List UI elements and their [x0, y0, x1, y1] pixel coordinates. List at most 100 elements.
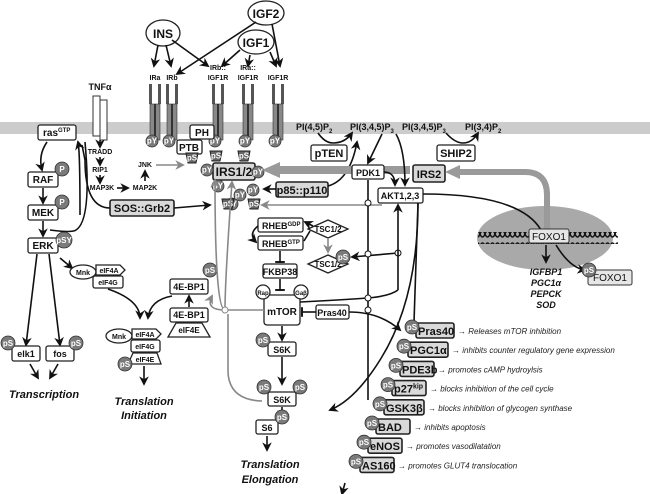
lipid-pi34p2: PI(3,4)P2 — [465, 122, 502, 135]
svg-text:IRS2: IRS2 — [417, 169, 441, 181]
node-rheb-gdp: RHEBGDP — [257, 217, 304, 233]
ligand-ins: INS — [145, 19, 181, 47]
svg-text:ERK: ERK — [32, 241, 54, 252]
node-foxo1-phospho: FOXO1 pS — [581, 262, 633, 286]
outcome-translation-elongation-1: Translation — [240, 459, 299, 471]
svg-text:pS: pS — [205, 266, 216, 275]
substrate-effect: → Releases mTOR inhibition — [458, 327, 562, 336]
svg-text:S6K: S6K — [273, 395, 291, 405]
svg-text:pY: pY — [240, 137, 251, 146]
svg-text:pS: pS — [295, 383, 306, 392]
svg-text:pS: pS — [338, 253, 349, 262]
node-s6k: S6K pS — [255, 332, 297, 357]
cell-membrane — [0, 122, 650, 134]
svg-text:PI(3,4,5)P3: PI(3,4,5)P3 — [350, 122, 395, 135]
ligand-arrows — [150, 21, 284, 76]
svg-text:eIF4E: eIF4E — [136, 357, 155, 364]
svg-text:Mnk: Mnk — [112, 334, 126, 341]
svg-text:rasGTP: rasGTP — [43, 128, 70, 139]
svg-text:RHEBGTP: RHEBGTP — [262, 239, 300, 249]
svg-text:eIF4A: eIF4A — [135, 332, 154, 339]
svg-text:pS: pS — [3, 339, 14, 348]
node-akt: AKT1,2,3 — [377, 187, 424, 204]
svg-text:Mnk: Mnk — [76, 270, 90, 277]
node-ras-gtp: rasGTP — [37, 124, 77, 141]
substrate-effect: → blocks inhibition of glycogen synthase — [428, 404, 573, 413]
phospho-site — [200, 163, 214, 177]
svg-text:eIF4G: eIF4G — [98, 280, 118, 287]
svg-text:SOS::Grb2: SOS::Grb2 — [114, 203, 170, 215]
svg-text:IGF2: IGF2 — [253, 7, 280, 21]
svg-text:IGF1: IGF1 — [243, 36, 270, 50]
svg-text:pS: pS — [71, 339, 82, 348]
svg-text:IRa: IRa — [150, 75, 161, 82]
node-irs12: IRS1/2 — [212, 162, 256, 181]
node-fkbp38: FKBP38 — [262, 263, 298, 279]
node-elk1: elk1 pS — [0, 335, 41, 362]
phospho-serine-site — [185, 152, 199, 164]
complex-mnk-eif4-upper: Mnk eIF4A eIF4G — [69, 264, 126, 289]
svg-text:pS: pS — [391, 361, 402, 370]
svg-text:PTB: PTB — [179, 143, 199, 154]
svg-text:pS: pS — [239, 152, 250, 161]
svg-text:pS: pS — [407, 323, 418, 332]
svg-text:IGF1R: IGF1R — [268, 75, 289, 82]
svg-text:RHEBGDP: RHEBGDP — [262, 221, 301, 231]
node-sos-grb2: SOS::Grb2 — [109, 199, 175, 217]
svg-text:INS: INS — [153, 27, 173, 41]
svg-text:pY: pY — [210, 137, 221, 146]
substrate-effect: → blocks inhibition of the cell cycle — [430, 385, 554, 394]
lipid-pip2: PI(4,5)P2 — [296, 122, 333, 135]
svg-text:pTEN: pTEN — [315, 148, 344, 160]
node-foxo1-nuclear: FOXO1 — [528, 228, 570, 244]
svg-text:SHIP2: SHIP2 — [440, 148, 472, 160]
node-ph: PH — [189, 124, 215, 140]
node-pten: pTEN — [310, 144, 348, 162]
ligand-tnf: TNFα — [88, 82, 111, 92]
svg-text:pS: pS — [211, 152, 222, 161]
svg-text:pS: pS — [383, 381, 394, 390]
node-ship2: SHIP2 — [436, 144, 476, 162]
svg-text:Rap: Rap — [257, 291, 269, 297]
svg-text:FOXO1: FOXO1 — [593, 273, 627, 284]
receptor-group: IRapYIRbpYIRb::IGF1RpYIRa::IGF1RpYIGF1Rp… — [145, 65, 289, 148]
svg-text:pS: pS — [367, 419, 378, 428]
foxo-target-gene: PEPCK — [530, 289, 563, 299]
foxo-target-gene: PGC1α — [531, 278, 562, 288]
node-mek: MEK P — [27, 194, 70, 221]
svg-text:eNOS: eNOS — [370, 441, 400, 453]
svg-text:GSK3β: GSK3β — [386, 403, 423, 415]
svg-text:IGF1R: IGF1R — [208, 75, 229, 82]
svg-text:IGF1R: IGF1R — [238, 75, 259, 82]
svg-text:PI(3,4)P2: PI(3,4)P2 — [465, 122, 502, 135]
svg-text:p85::p110: p85::p110 — [277, 185, 328, 197]
outcome-translation-initiation-1: Translation — [114, 396, 173, 408]
node-rheb-gtp: RHEBGTP — [257, 235, 304, 251]
svg-text:pSY: pSY — [56, 236, 72, 245]
svg-text:AKT1,2,3: AKT1,2,3 — [381, 191, 420, 201]
node-ptb: PTB — [176, 139, 203, 155]
substrate-effect: → promotes GLUT4 translocation — [398, 461, 518, 470]
node-4ebp1-phospho: 4E-BP1 pS — [169, 262, 218, 295]
outcome-translation-initiation-2: Initiation — [121, 410, 167, 422]
node-s6k-dual-phospho: S6K pS pS — [256, 379, 308, 407]
node-pras40: Pras40 — [315, 304, 350, 320]
ligand-igf2: IGF2 — [247, 0, 285, 26]
svg-text:pS: pS — [359, 438, 370, 447]
svg-text:pS: pS — [187, 154, 198, 163]
svg-text:pY: pY — [202, 166, 213, 175]
svg-text:4E-BP1: 4E-BP1 — [173, 310, 205, 320]
substrate-effect: → inhibits apoptosis — [414, 423, 486, 432]
lipid-pip3-a: PI(3,4,5)P3 — [350, 122, 395, 135]
svg-text:eIF4E: eIF4E — [178, 326, 200, 335]
